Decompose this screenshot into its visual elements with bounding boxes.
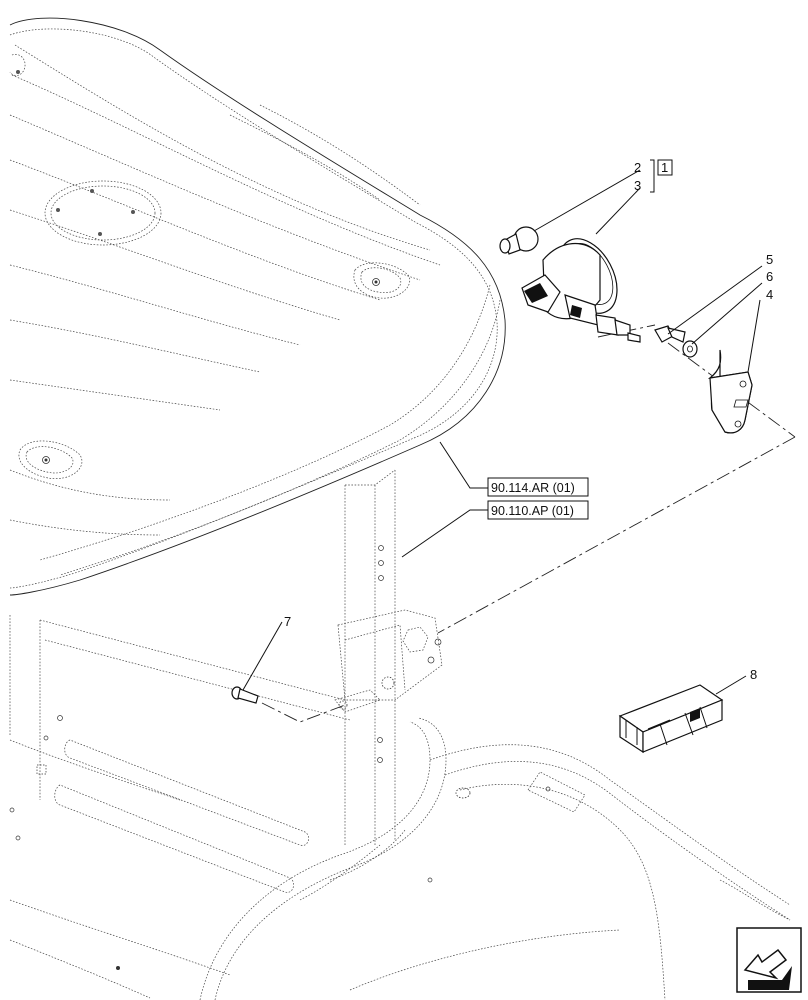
roof-mount-recess	[18, 440, 83, 480]
reference-upper-label[interactable]: 90.114.AR (01)	[491, 481, 575, 495]
callout-5[interactable]: 5	[766, 252, 773, 267]
navigation-arrow-icon[interactable]	[736, 927, 802, 993]
washer[interactable]	[682, 340, 698, 358]
crate-icon[interactable]	[618, 684, 724, 754]
callout-6[interactable]: 6	[766, 269, 773, 284]
callout-4[interactable]: 4	[766, 287, 773, 302]
callout-1-box	[657, 159, 673, 176]
cab-body	[9, 615, 791, 1000]
reference-lower-label[interactable]: 90.110.AP (01)	[491, 504, 574, 518]
work-lamp[interactable]	[521, 229, 641, 343]
leader-lines	[242, 159, 763, 695]
screw[interactable]	[231, 686, 259, 704]
callout-8[interactable]: 8	[750, 667, 757, 682]
callouts: 2 3 1 5 6 4 7 8	[284, 159, 773, 682]
roof-mount-recess	[353, 262, 410, 299]
callout-3[interactable]: 3	[634, 178, 641, 193]
callout-7[interactable]: 7	[284, 614, 291, 629]
reference-lower[interactable]: 90.110.AP (01)	[487, 500, 589, 520]
cab-roof	[9, 17, 506, 596]
callout-1[interactable]: 1	[661, 160, 668, 175]
callout-2[interactable]: 2	[634, 160, 641, 175]
mounting-post	[334, 469, 443, 845]
bolt[interactable]	[654, 325, 686, 343]
lamp-bulb[interactable]	[499, 226, 539, 255]
reference-upper[interactable]: 90.114.AR (01)	[487, 477, 589, 497]
lamp-bracket[interactable]	[707, 349, 753, 434]
